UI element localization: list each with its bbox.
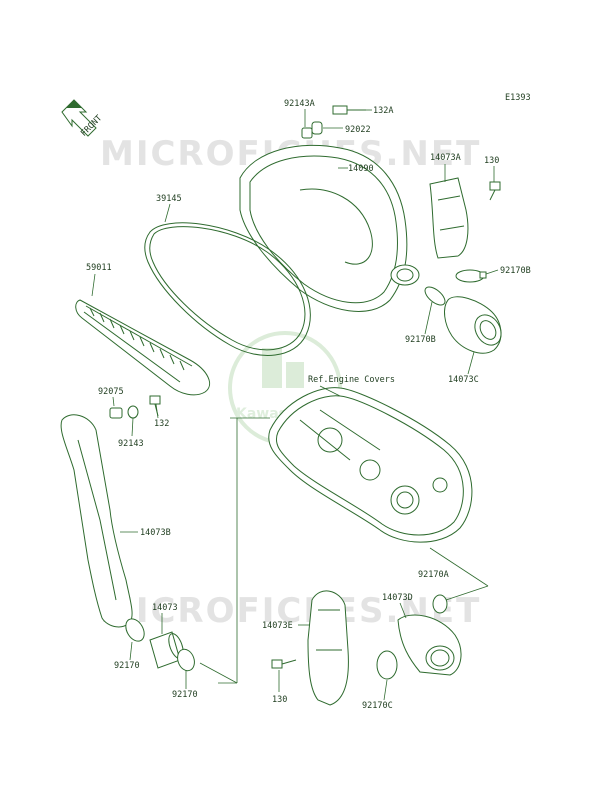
duct-14073A xyxy=(429,177,469,259)
ref-note: Ref.Engine Covers xyxy=(308,375,395,385)
label-130-top: 130 xyxy=(484,156,499,166)
label-92075: 92075 xyxy=(98,387,124,397)
cover-14090 xyxy=(239,144,420,312)
bolt-130-bottom xyxy=(271,659,297,669)
boot-14073C xyxy=(444,296,502,354)
collar-92022 xyxy=(311,121,323,135)
label-92170-b: 92170 xyxy=(172,690,198,700)
duct-14073D xyxy=(397,614,462,676)
label-92143: 92143 xyxy=(118,439,144,449)
label-39145: 39145 xyxy=(156,194,182,204)
duct-14073E xyxy=(307,590,349,706)
clamp-92170-left-b xyxy=(177,648,195,672)
label-92170A: 92170A xyxy=(418,570,449,580)
grommet-92143A xyxy=(301,127,313,139)
label-132: 132 xyxy=(154,419,169,429)
front-arrow-icon xyxy=(61,99,97,137)
label-92170B-right: 92170B xyxy=(500,266,531,276)
gasket-39145 xyxy=(144,222,311,356)
label-92170-a: 92170 xyxy=(114,661,140,671)
label-132A: 132A xyxy=(373,106,393,116)
diagram-code: E1393 xyxy=(505,93,531,103)
clamp-92170C xyxy=(376,650,398,680)
clamp-92170-left-a xyxy=(125,618,145,642)
clamp-92170A xyxy=(432,594,448,614)
label-92170C: 92170C xyxy=(362,701,393,711)
label-92143A: 92143A xyxy=(284,99,315,109)
clamp-92170B-right xyxy=(455,269,487,283)
label-14073: 14073 xyxy=(152,603,178,613)
clamp-92170B-left xyxy=(424,286,446,306)
label-14073E: 14073E xyxy=(262,621,293,631)
label-14073D: 14073D xyxy=(382,593,413,603)
label-92170B-left: 92170B xyxy=(405,335,436,345)
bolt-132A xyxy=(332,105,372,115)
label-14090: 14090 xyxy=(348,164,374,174)
drive-belt-59011 xyxy=(75,299,210,396)
label-14073A: 14073A xyxy=(430,153,461,163)
grommet-92075 xyxy=(109,407,123,419)
engine-cover-reference xyxy=(268,387,473,543)
label-14073B: 14073B xyxy=(140,528,171,538)
bolt-130-top xyxy=(489,181,501,201)
label-130-bottom: 130 xyxy=(272,695,287,705)
label-59011: 59011 xyxy=(86,263,112,273)
bolt-132 xyxy=(149,395,161,417)
label-92022: 92022 xyxy=(345,125,371,135)
grommet-92143 xyxy=(127,405,139,419)
reference-bracket xyxy=(199,417,270,684)
label-14073C: 14073C xyxy=(448,375,479,385)
